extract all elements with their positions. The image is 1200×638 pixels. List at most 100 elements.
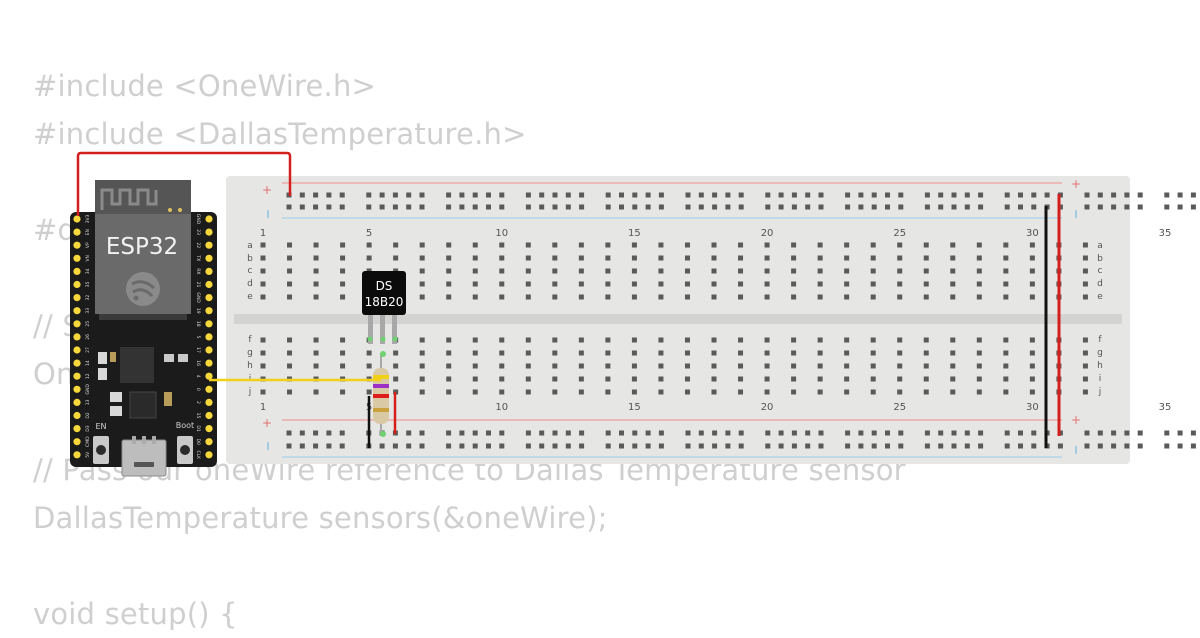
esp32-pin-label: CLK	[195, 450, 201, 460]
breadboard-hole	[791, 295, 796, 300]
breadboard-hole	[473, 377, 478, 382]
rail-hole	[619, 431, 624, 436]
esp32-pin	[205, 320, 212, 327]
breadboard-hole	[393, 256, 398, 261]
esp32-pin-label: GND	[195, 214, 201, 225]
breadboard-hole	[897, 390, 902, 395]
row-letter: j	[248, 387, 252, 397]
breadboard-hole	[950, 269, 955, 274]
rail-hole	[606, 431, 611, 436]
rail-hole	[898, 444, 903, 449]
breadboard-hole	[420, 377, 425, 382]
rail-hole	[499, 431, 504, 436]
breadboard-hole	[871, 364, 876, 369]
breadboard-hole	[1003, 364, 1008, 369]
breadboard-hole	[526, 338, 531, 343]
breadboard-hole	[844, 338, 849, 343]
rail-hole	[406, 431, 411, 436]
rail-hole	[1085, 205, 1090, 210]
rail-hole	[1124, 444, 1129, 449]
breadboard-hole	[287, 338, 292, 343]
esp32-label: ESP32	[106, 234, 178, 260]
rail-hole	[845, 193, 850, 198]
breadboard-hole	[287, 390, 292, 395]
rail-hole	[739, 444, 744, 449]
breadboard-hole	[924, 282, 929, 287]
rail-hole	[486, 431, 491, 436]
esp32-pin	[73, 438, 80, 445]
esp32-pin	[73, 294, 80, 301]
rail-hole	[579, 205, 584, 210]
breadboard-hole	[1003, 338, 1008, 343]
column-number: 15	[628, 228, 641, 239]
esp32-pin-label: 22	[195, 242, 201, 248]
rail-hole	[965, 205, 970, 210]
column-number: 10	[495, 402, 508, 413]
rail-hole	[739, 193, 744, 198]
breadboard-hole	[605, 364, 610, 369]
breadboard-hole	[367, 256, 372, 261]
breadboard-hole	[685, 256, 690, 261]
rail-hole	[1098, 431, 1103, 436]
boot-label: Boot	[176, 421, 194, 430]
breadboard-hole	[1030, 243, 1035, 248]
breadboard-hole	[261, 295, 266, 300]
rail-hole	[805, 431, 810, 436]
rail-hole	[300, 205, 305, 210]
row-letter: c	[248, 266, 253, 276]
breadboard-hole	[526, 269, 531, 274]
row-letter: a	[1097, 241, 1103, 251]
breadboard-hole	[844, 269, 849, 274]
breadboard-hole	[712, 295, 717, 300]
esp32-pin	[205, 346, 212, 353]
rail-hole	[1164, 431, 1169, 436]
breadboard-hole	[579, 364, 584, 369]
breadboard-hole	[340, 256, 345, 261]
rail-hole	[632, 193, 637, 198]
esp32-pin-label: 33	[85, 308, 91, 314]
esp32-pin	[73, 373, 80, 380]
breadboard-hole	[977, 282, 982, 287]
breadboard-hole	[446, 364, 451, 369]
breadboard-hole	[977, 295, 982, 300]
breadboard-hole	[738, 338, 743, 343]
rail-hole	[579, 444, 584, 449]
breadboard-hole	[924, 338, 929, 343]
rail-hole	[632, 205, 637, 210]
esp32-pin-label: 17	[195, 347, 201, 353]
rail-hole	[420, 444, 425, 449]
breadboard-hole	[658, 351, 663, 356]
breadboard-hole	[658, 269, 663, 274]
breadboard-hole	[261, 282, 266, 287]
breadboard-hole	[420, 295, 425, 300]
breadboard-hole	[446, 295, 451, 300]
rail-hole	[765, 193, 770, 198]
breadboard-hole	[473, 351, 478, 356]
rail-hole	[1164, 205, 1169, 210]
rail-hole	[792, 205, 797, 210]
esp32-pin	[205, 294, 212, 301]
esp32-pin-label: TX	[195, 254, 201, 261]
breadboard-hole	[685, 243, 690, 248]
resistor-band	[373, 408, 389, 412]
breadboard-hole	[685, 390, 690, 395]
breadboard-hole	[526, 256, 531, 261]
rail-hole	[526, 431, 531, 436]
breadboard-hole	[950, 243, 955, 248]
breadboard-hole	[287, 269, 292, 274]
rail-hole	[845, 444, 850, 449]
breadboard-hole	[658, 390, 663, 395]
rail-hole	[1138, 444, 1143, 449]
plus-sign: +	[262, 183, 272, 197]
breadboard-hole	[924, 377, 929, 382]
breadboard-hole	[765, 256, 770, 261]
breadboard-hole	[1083, 351, 1088, 356]
micro-usb-port	[122, 440, 166, 476]
rail-hole	[699, 444, 704, 449]
breadboard-hole	[605, 390, 610, 395]
breadboard-hole	[685, 351, 690, 356]
breadboard-hole	[367, 364, 372, 369]
row-letter: a	[247, 241, 253, 251]
